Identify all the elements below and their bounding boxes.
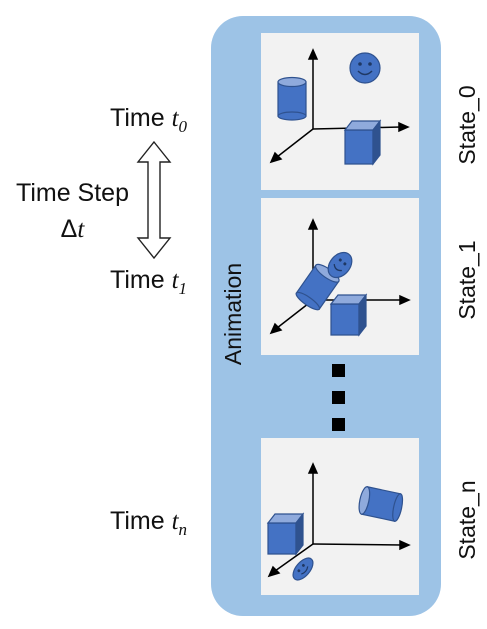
time-tn-label: Time tn bbox=[110, 507, 187, 540]
time-var: t bbox=[171, 508, 179, 535]
time-step-line1: Time Step bbox=[15, 179, 129, 207]
state-0-label: State_0 bbox=[454, 85, 480, 165]
axes-icon bbox=[267, 462, 411, 578]
cylinder-icon bbox=[295, 263, 340, 311]
time-var: t bbox=[171, 105, 179, 132]
time-step-label: Time Step Δt bbox=[10, 175, 135, 248]
cube-icon bbox=[329, 293, 368, 337]
ellipsis-dot bbox=[332, 364, 345, 377]
state-n-label: State_n bbox=[454, 480, 480, 560]
time-t0-label: Time t0 bbox=[110, 104, 187, 137]
time-t1-label: Time t1 bbox=[110, 266, 187, 299]
state-1-label: State_1 bbox=[454, 240, 480, 320]
time-sub: 1 bbox=[178, 279, 188, 298]
state-1-scene bbox=[269, 218, 411, 337]
cube-icon bbox=[266, 512, 305, 556]
double-arrow-icon bbox=[136, 140, 172, 260]
time-sub: n bbox=[178, 520, 188, 539]
time-var: t bbox=[171, 267, 179, 294]
smiley-disc-icon bbox=[349, 52, 381, 84]
state-0-frame bbox=[261, 33, 419, 190]
cylinder-icon bbox=[277, 76, 307, 121]
smiley-disc-icon bbox=[327, 251, 353, 279]
time-prefix: Time bbox=[110, 266, 172, 294]
time-prefix: Time bbox=[110, 104, 172, 132]
delta-var: t bbox=[77, 216, 85, 243]
ellipsis-dot bbox=[332, 391, 345, 404]
ellipsis-dot bbox=[332, 418, 345, 431]
animation-label: Animation bbox=[220, 262, 246, 366]
cube-icon bbox=[343, 119, 382, 166]
state-n-frame bbox=[261, 438, 419, 595]
delta-symbol: Δ bbox=[60, 215, 78, 243]
time-step-line2: Δt bbox=[10, 211, 135, 248]
cylinder-icon bbox=[358, 486, 404, 522]
state-1-frame bbox=[261, 198, 419, 355]
state-0-scene bbox=[269, 48, 410, 166]
state-n-scene bbox=[266, 462, 411, 581]
time-sub: 0 bbox=[178, 117, 188, 136]
time-prefix: Time bbox=[110, 507, 172, 535]
smiley-disc-icon bbox=[292, 557, 314, 581]
